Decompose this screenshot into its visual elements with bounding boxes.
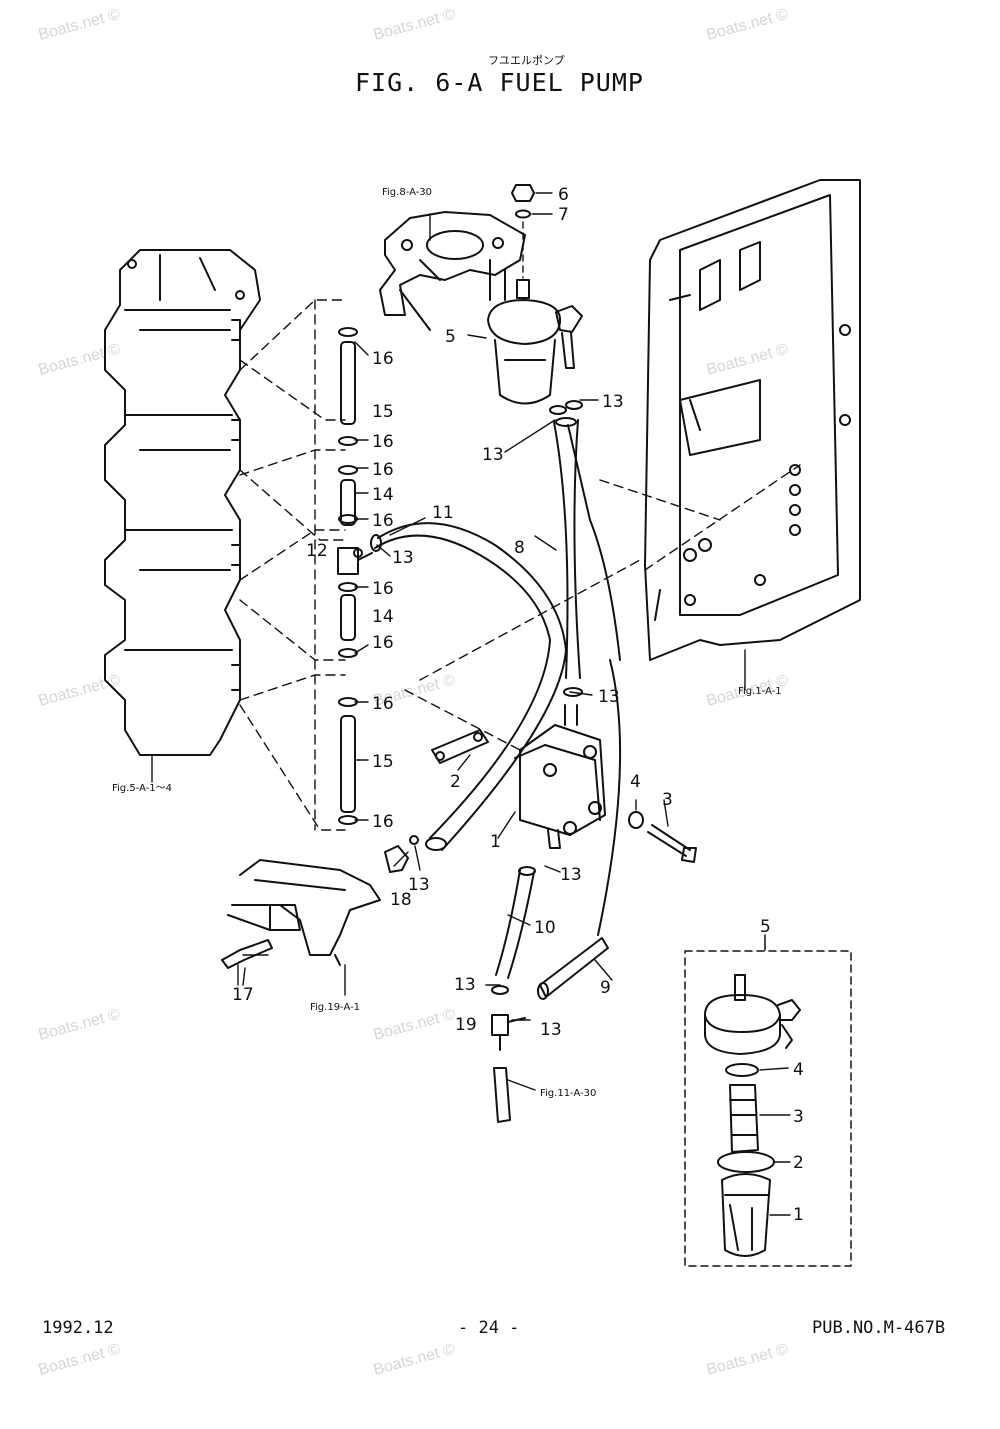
callout-13: 13 [598,687,620,707]
watermark: Boats.net © [372,1006,458,1044]
ref-fig8: Fig.8-A-30 [382,187,432,198]
ref-fig1: Fig.1-A-1 [738,686,782,697]
watermark: Boats.net © [37,1006,123,1044]
inset-part-1: 1 [793,1205,804,1225]
figure-references: Fig.8-A-30 Fig.1-A-1 Fig.5-A-1～4 Fig.19-… [112,187,782,1099]
watermark: Boats.net © [705,341,791,379]
callout-13: 13 [408,875,430,895]
leader-lines [151,192,746,1091]
pump-bracket [431,729,489,764]
callout-10: 10 [534,918,556,938]
callout-13: 13 [454,975,476,995]
inset-part-2: 2 [793,1153,804,1173]
callout-14: 14 [372,485,394,505]
fuel-pump-body [514,704,606,849]
callout-16: 16 [372,432,394,452]
callout-16: 16 [372,633,394,653]
callout-9: 9 [600,978,611,998]
callout-15: 15 [372,752,394,772]
callout-15: 15 [372,402,394,422]
callout-13: 13 [540,1020,562,1040]
callout-2: 2 [450,772,461,792]
page-title: FIG. 6-A FUEL PUMP [355,68,644,97]
hose-8 [549,400,621,697]
callout-6: 6 [558,185,569,205]
callout-16: 16 [372,460,394,480]
bracket-drawing [379,211,526,331]
ref-fig5: Fig.5-A-1～4 [112,783,172,794]
callout-17: 17 [232,985,254,1005]
callout-13: 13 [602,392,624,412]
callout-12: 12 [306,541,328,561]
callout-14: 14 [372,607,394,627]
footer-pub-number: PUB.NO.M-467B [812,1318,946,1338]
callout-8: 8 [514,538,525,558]
inset-part-4: 4 [793,1060,804,1080]
watermark-layer: Boats.net © Boats.net © Boats.net © Boat… [37,6,791,1379]
watermark: Boats.net © [705,6,791,44]
callout-13: 13 [560,865,582,885]
watermark: Boats.net © [37,672,123,710]
inset-filter-exploded [684,934,852,1267]
callout-18: 18 [390,890,412,910]
watermark: Boats.net © [372,6,458,44]
bolt-and-washer [628,811,697,863]
callout-16: 16 [372,511,394,531]
callout-1: 1 [490,832,501,852]
inset-part-3: 3 [793,1107,804,1127]
watermark: Boats.net © [37,6,123,44]
lower-cover-drawing [221,859,381,969]
callout-16: 16 [372,694,394,714]
callout-11: 11 [432,503,454,523]
watermark: Boats.net © [372,1341,458,1379]
inset-label-5: 5 [760,917,771,937]
callout-16: 16 [372,812,394,832]
fitting-18 [384,835,419,873]
dashed-routing-lines [239,299,801,831]
callout-13: 13 [482,445,504,465]
callout-4: 4 [630,772,641,792]
callout-5: 5 [445,327,456,347]
watermark: Boats.net © [705,1341,791,1379]
callout-19: 19 [455,1015,477,1035]
fuel-filter-assembly [487,184,583,405]
engine-plate-drawing [644,179,861,661]
callout-7: 7 [558,205,569,225]
cylinder-block-drawing [104,249,261,756]
japanese-title: フユエルポンプ [488,54,565,67]
ref-fig19: Fig.19-A-1 [310,1002,360,1013]
ref-fig11: Fig.11-A-30 [540,1088,596,1099]
footer-page-number: - 24 - [458,1318,520,1338]
hose-9 [537,659,622,1000]
hose-10 [491,866,536,1123]
callout-16: 16 [372,349,394,369]
callout-labels: 6 7 5 16 15 16 16 14 16 12 13 16 14 16 1… [232,185,804,1225]
hose-stack [337,327,373,825]
footer-date: 1992.12 [42,1318,114,1338]
callout-16: 16 [372,579,394,599]
callout-13: 13 [392,548,414,568]
callout-3: 3 [662,790,673,810]
watermark: Boats.net © [37,1341,123,1379]
